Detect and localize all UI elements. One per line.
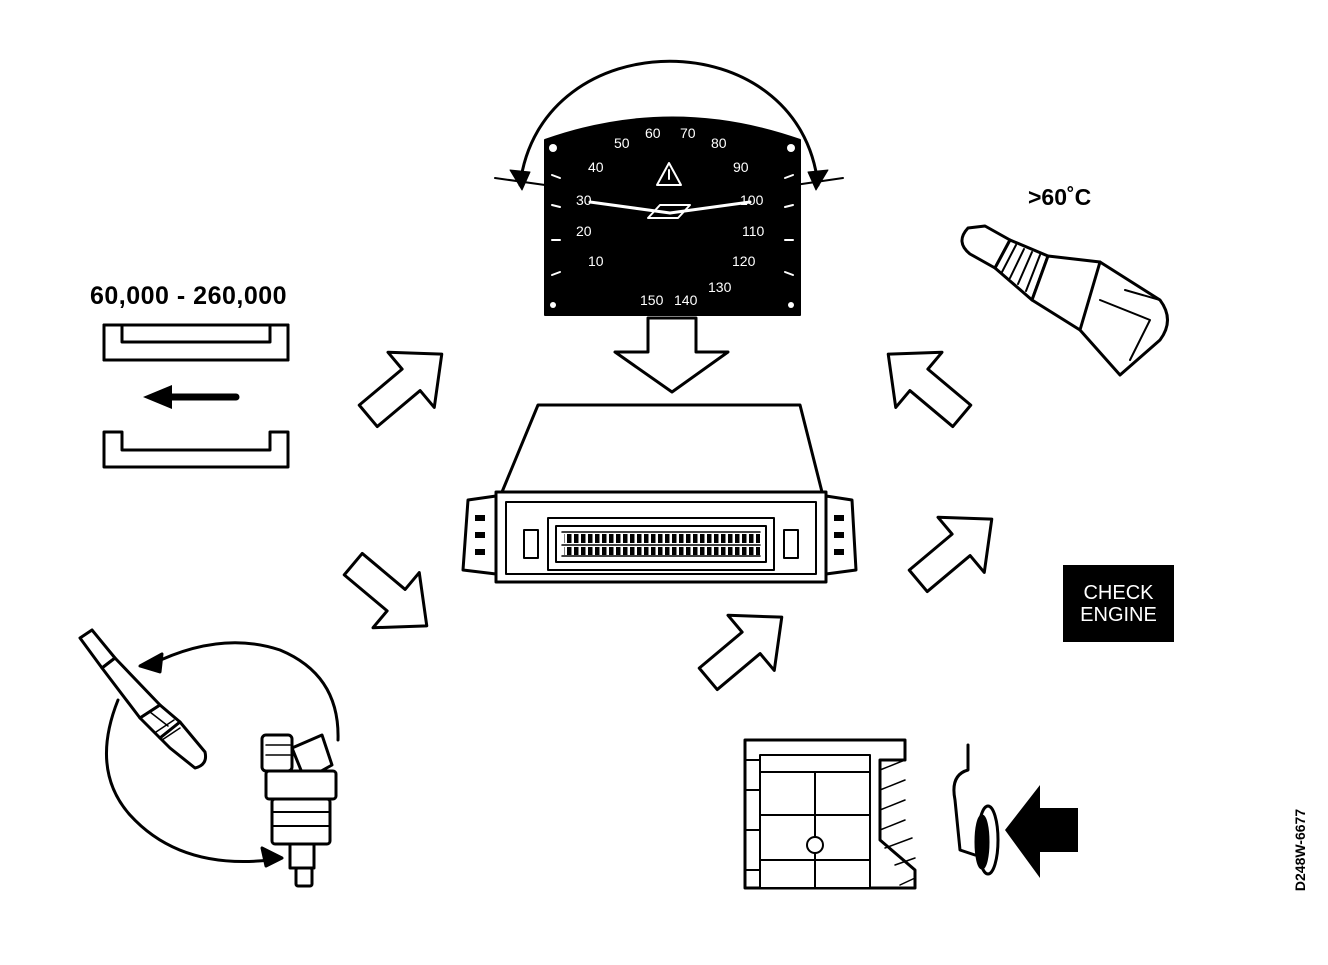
input-arrow-icon [886,350,973,429]
speedo-num-150: 150 [640,292,664,308]
speedo-num-70: 70 [680,125,696,141]
output-arrow-icon [907,515,994,594]
fuel-injector-icon [260,733,338,888]
speedo-num-10: 10 [588,253,604,269]
oxygen-sensor-icon [78,628,207,770]
speedo-num-30: 30 [576,192,592,208]
input-arrow-icon [357,350,444,429]
speedo-num-50: 50 [614,135,630,151]
speedo-num-90: 90 [733,159,749,175]
speedo-num-130: 130 [708,279,732,295]
engine-block-icon [743,738,917,890]
speedo-num-40: 40 [588,159,604,175]
speedometer-icon: 10 20 30 40 50 60 70 80 90 100 110 120 1… [494,59,844,316]
ecu-module-icon [461,403,858,584]
figure-id-label: D248W-6677 [1292,808,1308,892]
check-engine-lamp: CHECK ENGINE [1063,565,1174,642]
input-arrow-icon [697,613,784,692]
speedo-num-120: 120 [732,253,756,269]
knock-sensor-icon [952,743,1000,876]
pointer-arrow-icon [1005,785,1078,878]
mileage-bracket-icon [102,323,290,469]
speedo-num-110: 110 [742,223,765,239]
input-arrow-icon [613,316,730,394]
check-engine-line2: ENGINE [1080,603,1157,626]
arrow-left-icon [143,385,240,409]
temperature-sensor-icon [960,224,1169,377]
input-arrow-icon [342,551,429,630]
speedo-num-140: 140 [674,292,698,308]
speedo-num-60: 60 [645,125,661,141]
speedo-num-20: 20 [576,223,592,239]
cycle-arrow-icon [104,641,340,868]
speedo-num-80: 80 [711,135,727,151]
speedo-num-100: 100 [740,192,764,208]
mileage-range-label: 60,000 - 260,000 [90,282,288,310]
check-engine-line1: CHECK [1083,581,1154,604]
temperature-label: >60˚C [1028,184,1092,210]
